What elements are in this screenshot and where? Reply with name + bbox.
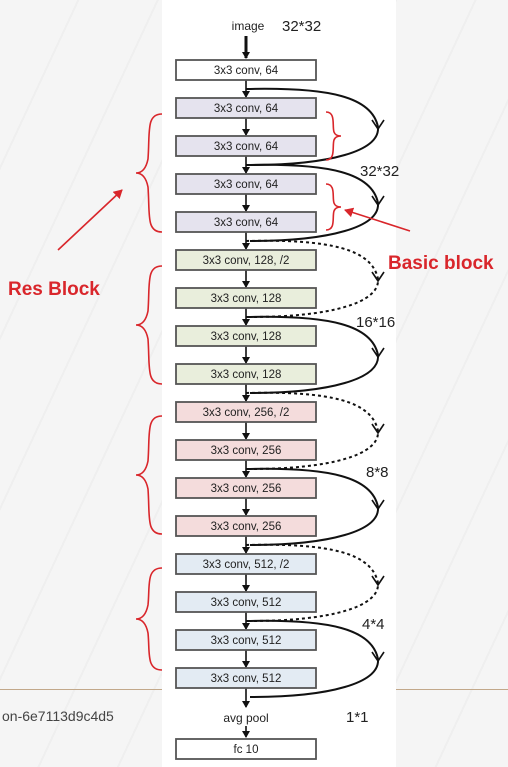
conv-block-label: 3x3 conv, 256 [211, 483, 282, 495]
projection-shortcut [245, 391, 380, 470]
conv-block-label: 3x3 conv, 128, /2 [203, 255, 290, 267]
conv-block [175, 135, 317, 157]
shortcut-arrowhead [371, 119, 385, 131]
shortcut-arrowhead [371, 651, 385, 663]
shortcut-arrowhead [371, 195, 385, 207]
basic-block-annotation: Basic block [388, 253, 494, 274]
conv-block-label: 3x3 conv, 512 [211, 597, 282, 609]
conv-block-label: 3x3 conv, 128 [211, 331, 282, 343]
conv-block-label: 3x3 conv, 128 [211, 369, 282, 381]
res-block-brace [135, 113, 163, 233]
shortcut-arrowhead [371, 271, 385, 283]
identity-shortcut [245, 315, 380, 394]
identity-shortcut [245, 467, 380, 546]
conv-block [175, 97, 317, 119]
conv-block [175, 401, 317, 423]
conv-block-label: 3x3 conv, 64 [214, 217, 279, 229]
conv-block [175, 591, 317, 613]
input-label: image [232, 19, 265, 33]
conv-block-label: 3x3 conv, 512 [211, 673, 282, 685]
res-block-arrow [57, 189, 123, 251]
fc-block-label: fc 10 [234, 744, 259, 756]
conv-block [175, 553, 317, 575]
background-url-fragment: on-6e7113d9c4d5 [2, 708, 114, 724]
conv-block [175, 477, 317, 499]
stage-size-2: 16*16 [356, 314, 395, 331]
res-block-brace [135, 567, 163, 671]
conv-block-label: 3x3 conv, 512 [211, 635, 282, 647]
stage-size-4: 4*4 [362, 616, 385, 633]
identity-shortcut [245, 619, 380, 698]
shortcut-arrowhead [371, 347, 385, 359]
conv-block-label: 3x3 conv, 256, /2 [203, 407, 290, 419]
conv-block-label: 3x3 conv, 128 [211, 293, 282, 305]
stage-size-1: 32*32 [360, 163, 399, 180]
conv-block [175, 173, 317, 195]
fc-block [175, 738, 317, 760]
basic-block-brace [325, 183, 342, 231]
conv-block-label: 3x3 conv, 64 [214, 179, 279, 191]
conv-block-label: 3x3 conv, 64 [214, 141, 279, 153]
pool-label: avg pool [223, 711, 268, 725]
res-block-brace [135, 265, 163, 385]
shortcut-arrowhead [371, 423, 385, 435]
conv-block [175, 363, 317, 385]
shortcut-arrowhead [371, 499, 385, 511]
conv-block [175, 287, 317, 309]
conv-block-label: 3x3 conv, 64 [214, 65, 279, 77]
conv-block-label: 3x3 conv, 256 [211, 445, 282, 457]
res-block-brace [135, 415, 163, 535]
conv-block-label: 3x3 conv, 256 [211, 521, 282, 533]
shortcut-arrowhead [371, 575, 385, 587]
projection-shortcut [245, 239, 380, 318]
input-size: 32*32 [282, 18, 321, 35]
conv-block-label: 3x3 conv, 64 [214, 103, 279, 115]
stage-size-5: 1*1 [346, 709, 369, 726]
conv-block [175, 59, 317, 81]
conv-block-label: 3x3 conv, 512, /2 [203, 559, 290, 571]
stage-size-3: 8*8 [366, 464, 389, 481]
conv-block [175, 515, 317, 537]
basic-block-brace [325, 111, 342, 161]
identity-shortcut [245, 87, 380, 166]
conv-block [175, 629, 317, 651]
conv-block [175, 667, 317, 689]
conv-block [175, 211, 317, 233]
res-block-annotation: Res Block [8, 279, 100, 300]
basic-block-arrow [344, 207, 411, 232]
identity-shortcut [245, 163, 380, 242]
projection-shortcut [245, 543, 380, 622]
conv-block [175, 325, 317, 347]
conv-block [175, 439, 317, 461]
conv-block [175, 249, 317, 271]
